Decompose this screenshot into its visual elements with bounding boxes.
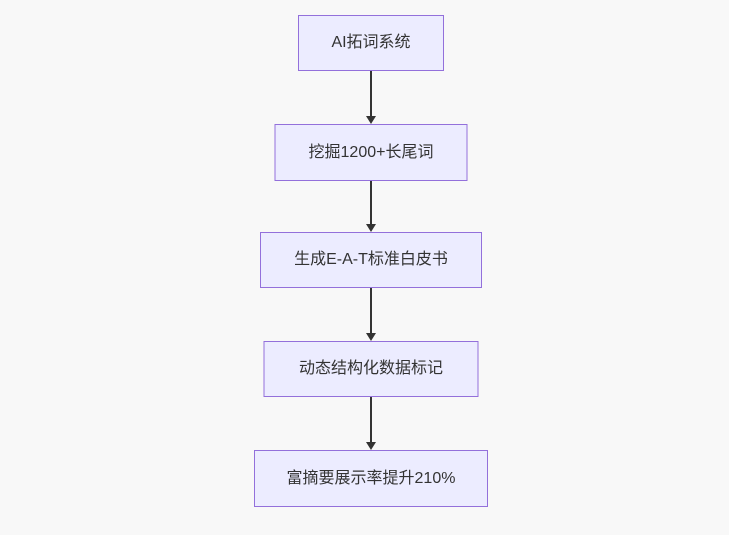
- flowchart-arrow-4: [365, 397, 377, 450]
- arrow-line: [370, 71, 372, 117]
- arrow-head-icon: [366, 116, 376, 124]
- flowchart-arrow-2: [365, 181, 377, 232]
- flowchart-node-structured-data-markup: 动态结构化数据标记: [263, 341, 479, 397]
- arrow-line: [370, 288, 372, 334]
- flowchart-arrow-1: [365, 71, 377, 124]
- arrow-line: [370, 397, 372, 443]
- flowchart-node-eat-whitepaper: 生成E-A-T标准白皮书: [260, 232, 482, 288]
- arrow-line: [370, 181, 372, 225]
- flowchart-node-rich-snippet-uplift: 富摘要展示率提升210%: [254, 450, 488, 507]
- arrow-head-icon: [366, 442, 376, 450]
- arrow-head-icon: [366, 224, 376, 232]
- arrow-head-icon: [366, 333, 376, 341]
- node-label: 富摘要展示率提升210%: [286, 469, 456, 487]
- node-label: 挖掘1200+长尾词: [308, 143, 434, 161]
- flowchart-node-ai-keyword-system: AI拓词系统: [298, 15, 444, 71]
- flowchart-node-longtail-mining: 挖掘1200+长尾词: [274, 124, 468, 181]
- node-label: 动态结构化数据标记: [298, 360, 443, 377]
- node-label: 生成E-A-T标准白皮书: [294, 251, 448, 268]
- flowchart-arrow-3: [365, 288, 377, 341]
- node-label: AI拓词系统: [331, 34, 411, 51]
